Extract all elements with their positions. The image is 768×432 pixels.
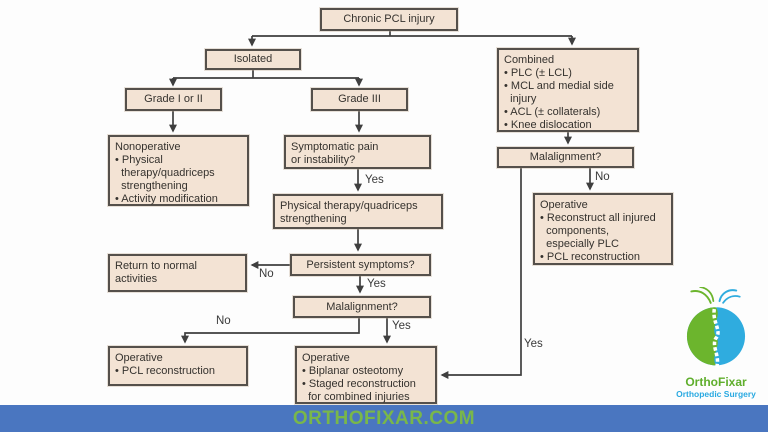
edge-isolated-split [173, 70, 359, 79]
edge-malright-operative-mid [440, 168, 522, 379]
logo-emblem-icon [686, 287, 746, 370]
site-watermark: ORTHOFIXAR.COM [292, 407, 476, 429]
node-label: Operative • Reconstruct all injured comp… [540, 199, 656, 263]
node-return-to-normal: Return to normal activities [108, 254, 247, 292]
node-grade-3: Grade III [311, 88, 408, 111]
node-label: Operative • Biplanar osteotomy • Staged … [302, 352, 416, 403]
node-operative-reconstruct-all: Operative • Reconstruct all injured comp… [533, 193, 673, 265]
node-label: Malalignment? [326, 300, 398, 313]
node-label: Malalignment? [529, 151, 602, 163]
node-label: Chronic PCL injury [343, 13, 435, 25]
node-isolated: Isolated [205, 49, 301, 70]
node-symptomatic-pain: Symptomatic pain or instability? [284, 135, 431, 169]
edge-label-persistent-no: No [259, 268, 274, 280]
footer-banner: ORTHOFIXAR.COM [0, 405, 768, 432]
node-label: Grade I or II [144, 93, 203, 105]
edge-malmid-operative-left [181, 318, 360, 344]
logo-circle-green [686, 307, 718, 366]
node-label: Nonoperative • Physical therapy/quadrice… [115, 141, 218, 205]
edge-chronic-split [252, 31, 572, 37]
edge-label-malalignment-mid-yes: Yes [392, 320, 411, 332]
node-persistent-symptoms: Persistent symptoms? [290, 254, 431, 276]
node-label: Symptomatic pain or instability? [291, 141, 379, 166]
node-operative-pcl-reconstruction: Operative • PCL reconstruction [108, 346, 248, 386]
edge-label-malalignment-right-yes: Yes [524, 338, 543, 350]
node-label: Persistent symptoms? [306, 258, 415, 271]
edge-label-persistent-yes: Yes [367, 278, 386, 290]
node-chronic-pcl-injury: Chronic PCL injury [320, 8, 458, 31]
node-label: Isolated [233, 53, 273, 65]
edge-label-malalignment-right-no: No [595, 171, 610, 183]
node-grade-1-or-2: Grade I or II [125, 88, 222, 111]
node-label: Return to normal activities [115, 260, 197, 285]
logo-spine-icon [712, 303, 720, 370]
orthofixar-logo: OrthoFixar Orthopedic Surgery [666, 287, 766, 399]
node-label: Grade III [338, 93, 381, 105]
node-combined: Combined • PLC (± LCL) • MCL and medial … [497, 48, 639, 132]
node-operative-osteotomy: Operative • Biplanar osteotomy • Staged … [295, 346, 437, 404]
node-label: Combined • PLC (± LCL) • MCL and medial … [504, 54, 614, 131]
node-malalignment-right: Malalignment? [497, 147, 634, 168]
node-malalignment-mid: Malalignment? [293, 296, 431, 318]
edge-label-symptomatic-yes: Yes [365, 174, 384, 186]
node-label: Operative • PCL reconstruction [115, 352, 216, 377]
node-nonoperative: Nonoperative • Physical therapy/quadrice… [108, 135, 249, 206]
node-physical-therapy: Physical therapy/quadriceps strengthenin… [273, 194, 443, 229]
logo-tagline: Orthopedic Surgery [676, 389, 756, 399]
node-label: Physical therapy/quadriceps strengthenin… [280, 200, 418, 225]
logo-name: OrthoFixar [685, 375, 747, 389]
edge-label-malalignment-mid-no: No [216, 315, 231, 327]
